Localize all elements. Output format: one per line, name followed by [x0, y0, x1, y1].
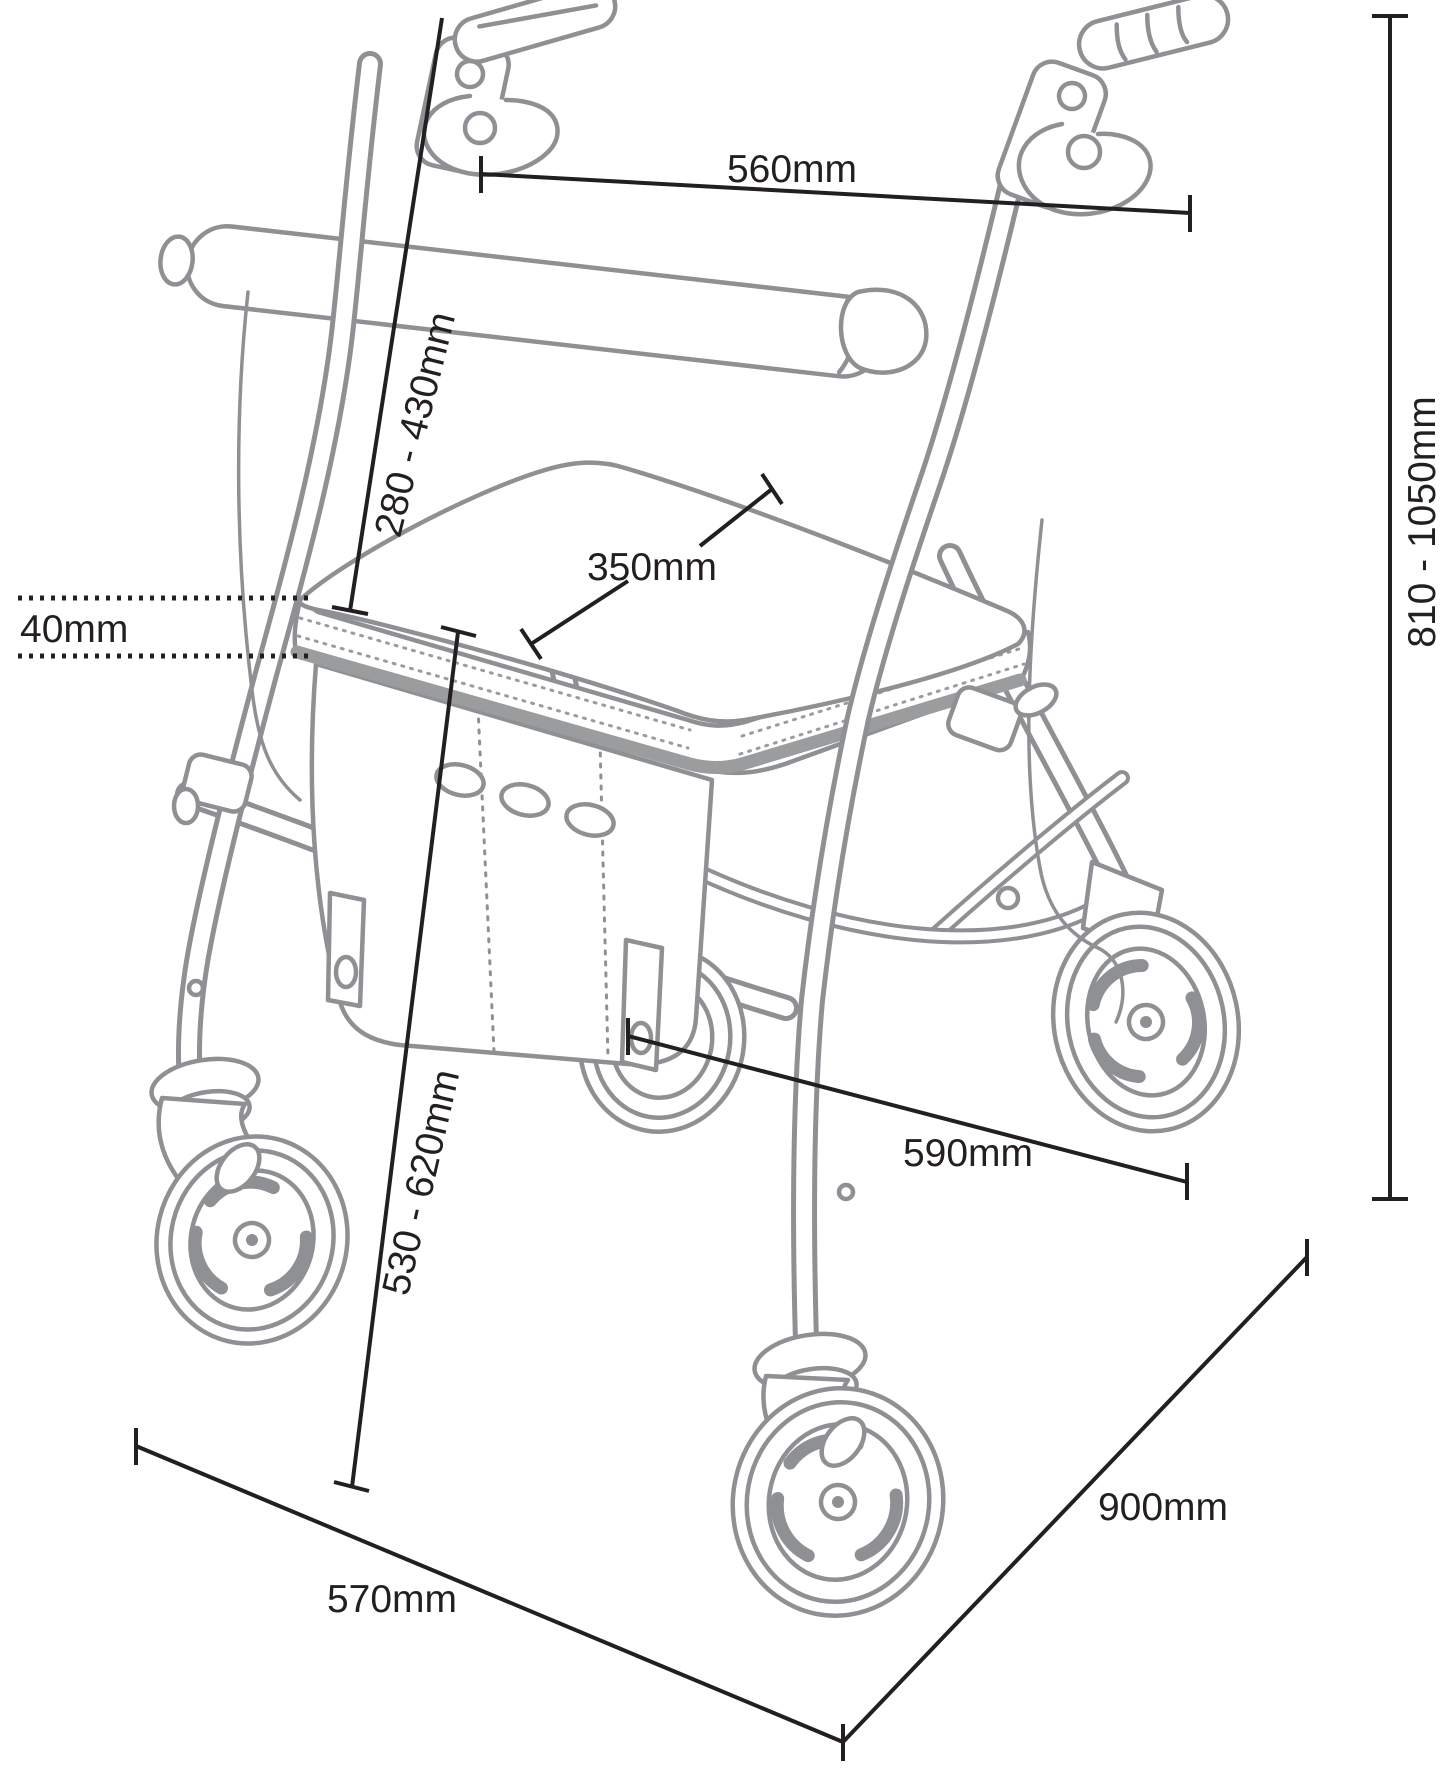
dimension-annotations: 560mm 280 - 430mm 350mm 40mm 810 - 1050m… [18, 14, 1444, 1761]
front-right-wheel-assembly [730, 1331, 946, 1618]
dim-label-wheel-spacing: 590mm [903, 1132, 1033, 1175]
left-front-leg [171, 51, 383, 1093]
left-frame-clamp [180, 752, 254, 814]
dim-overall-width: 570mm [134, 1428, 844, 1744]
dim-label-seat-width: 350mm [587, 546, 717, 589]
rollator-artwork [149, 0, 1242, 1618]
right-brake-cable [1027, 518, 1125, 1024]
dim-label-handle-width: 560mm [727, 148, 857, 191]
dim-label-overall-width: 570mm [327, 1578, 457, 1621]
right-frame-clamp [946, 685, 1023, 753]
front-left-wheel-assembly [149, 1056, 350, 1346]
right-handgrip [1076, 0, 1231, 71]
storage-bag [309, 661, 715, 1073]
dim-label-overall-depth: 900mm [1098, 1486, 1228, 1529]
left-brake-cable [236, 290, 302, 802]
dim-overall-depth: 900mm [841, 1239, 1309, 1761]
left-handgrip [452, 0, 618, 64]
dim-overall-height: 810 - 1050mm [1372, 14, 1444, 1201]
right-handle [995, 0, 1231, 217]
dim-wheel-spacing: 590mm [626, 1018, 1189, 1200]
right-front-leg [791, 159, 1125, 1355]
dim-label-seat-thickness: 40mm [20, 608, 128, 651]
backrest-roll [158, 224, 929, 379]
dim-seat-thickness: 40mm [18, 595, 312, 659]
left-handle [414, 0, 618, 177]
dim-seat-width: 350mm [519, 472, 784, 661]
dim-handle-width: 560mm [479, 148, 1192, 232]
rear-right-wheel-assembly [1050, 859, 1242, 1134]
dim-label-overall-height: 810 - 1050mm [1401, 396, 1444, 647]
